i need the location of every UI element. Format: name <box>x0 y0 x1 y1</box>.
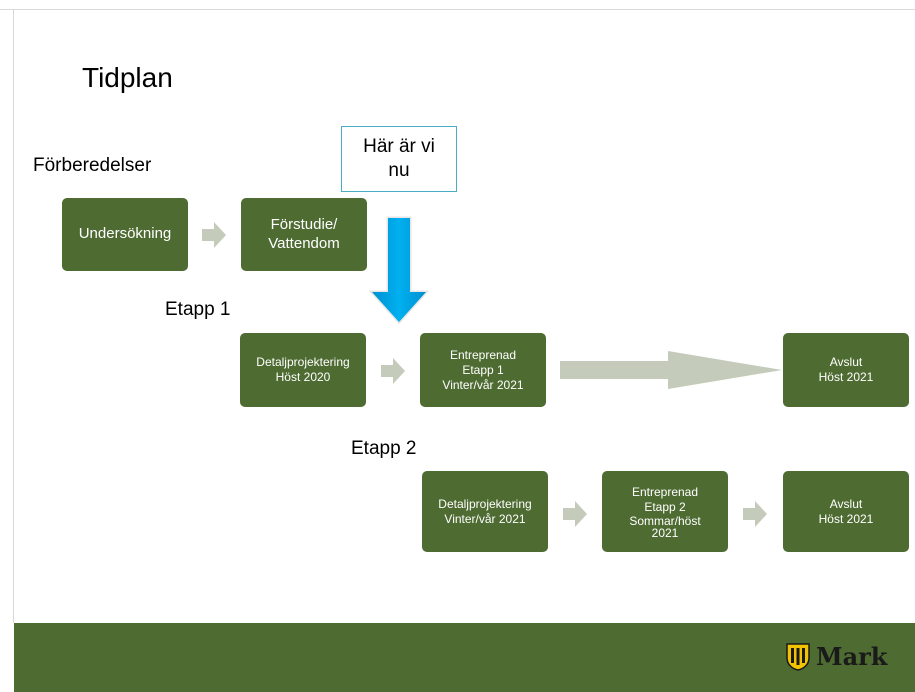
flow-arrow-icon <box>381 358 405 384</box>
box-entreprenad1-line-2: Etapp 1 <box>462 362 504 377</box>
box-detalj1-line-2: Höst 2020 <box>275 370 331 384</box>
mark-logo: Mark <box>786 642 887 671</box>
box-entreprenad2-line-1: Entreprenad <box>631 484 699 499</box>
box-undersokning: Undersökning <box>62 198 188 271</box>
flow-arrow-icon <box>202 222 226 248</box>
box-entreprenad-2: Entreprenad Etapp 2 Sommar/höst 2021 <box>602 471 728 552</box>
callout-line-2: nu <box>388 160 410 181</box>
box-detaljprojektering-1: Detaljprojektering Höst 2020 <box>240 333 366 407</box>
current-position-arrow-icon <box>368 216 430 325</box>
box-detaljprojektering-2: Detaljprojektering Vinter/vår 2021 <box>422 471 548 552</box>
box-avslut-1: Avslut Höst 2021 <box>783 333 909 407</box>
box-avslut2-line-2: Höst 2021 <box>818 511 874 526</box>
footer-bar <box>14 623 915 692</box>
box-forstudie-line-1: Förstudie/ <box>270 215 338 233</box>
box-entreprenad1-line-1: Entreprenad <box>449 347 517 362</box>
box-forstudie-line-2: Vattendom <box>268 234 340 252</box>
long-flow-arrow-icon <box>560 351 782 389</box>
box-entreprenad2-line-3: Sommar/höst <box>629 513 701 528</box>
box-entreprenad2-line-4: 2021 <box>651 525 679 540</box>
box-entreprenad1-line-3: Vinter/vår 2021 <box>442 377 524 392</box>
coat-of-arms-icon <box>786 642 810 671</box>
box-detalj1-line-1: Detaljprojektering <box>256 355 350 369</box>
box-avslut2-line-1: Avslut <box>829 496 863 511</box>
box-avslut-2: Avslut Höst 2021 <box>783 471 909 552</box>
section-label-forberedelser: Förberedelser <box>33 155 152 176</box>
box-forstudie: Förstudie/ Vattendom <box>241 198 367 271</box>
logo-text: Mark <box>816 642 888 671</box>
box-entreprenad-1: Entreprenad Etapp 1 Vinter/vår 2021 <box>420 333 546 407</box>
slide-top-edge <box>0 0 915 10</box>
box-entreprenad2-line-2: Etapp 2 <box>644 499 686 514</box>
slide-title: Tidplan <box>82 62 173 93</box>
section-label-etapp1: Etapp 1 <box>165 299 231 320</box>
slide-left-edge <box>13 9 14 623</box>
flow-arrow-icon <box>563 501 587 527</box>
box-avslut1-line-1: Avslut <box>829 355 863 369</box>
box-detalj2-line-2: Vinter/vår 2021 <box>444 511 526 526</box>
callout-here-we-are: Här är vi nu <box>341 126 457 192</box>
box-detalj2-line-1: Detaljprojektering <box>438 496 532 511</box>
callout-line-1: Här är vi <box>363 136 435 158</box>
flow-arrow-icon <box>743 501 767 527</box>
section-label-etapp2: Etapp 2 <box>351 438 417 459</box>
box-undersokning-line-1: Undersökning <box>78 225 172 243</box>
box-avslut1-line-2: Höst 2021 <box>818 370 874 384</box>
